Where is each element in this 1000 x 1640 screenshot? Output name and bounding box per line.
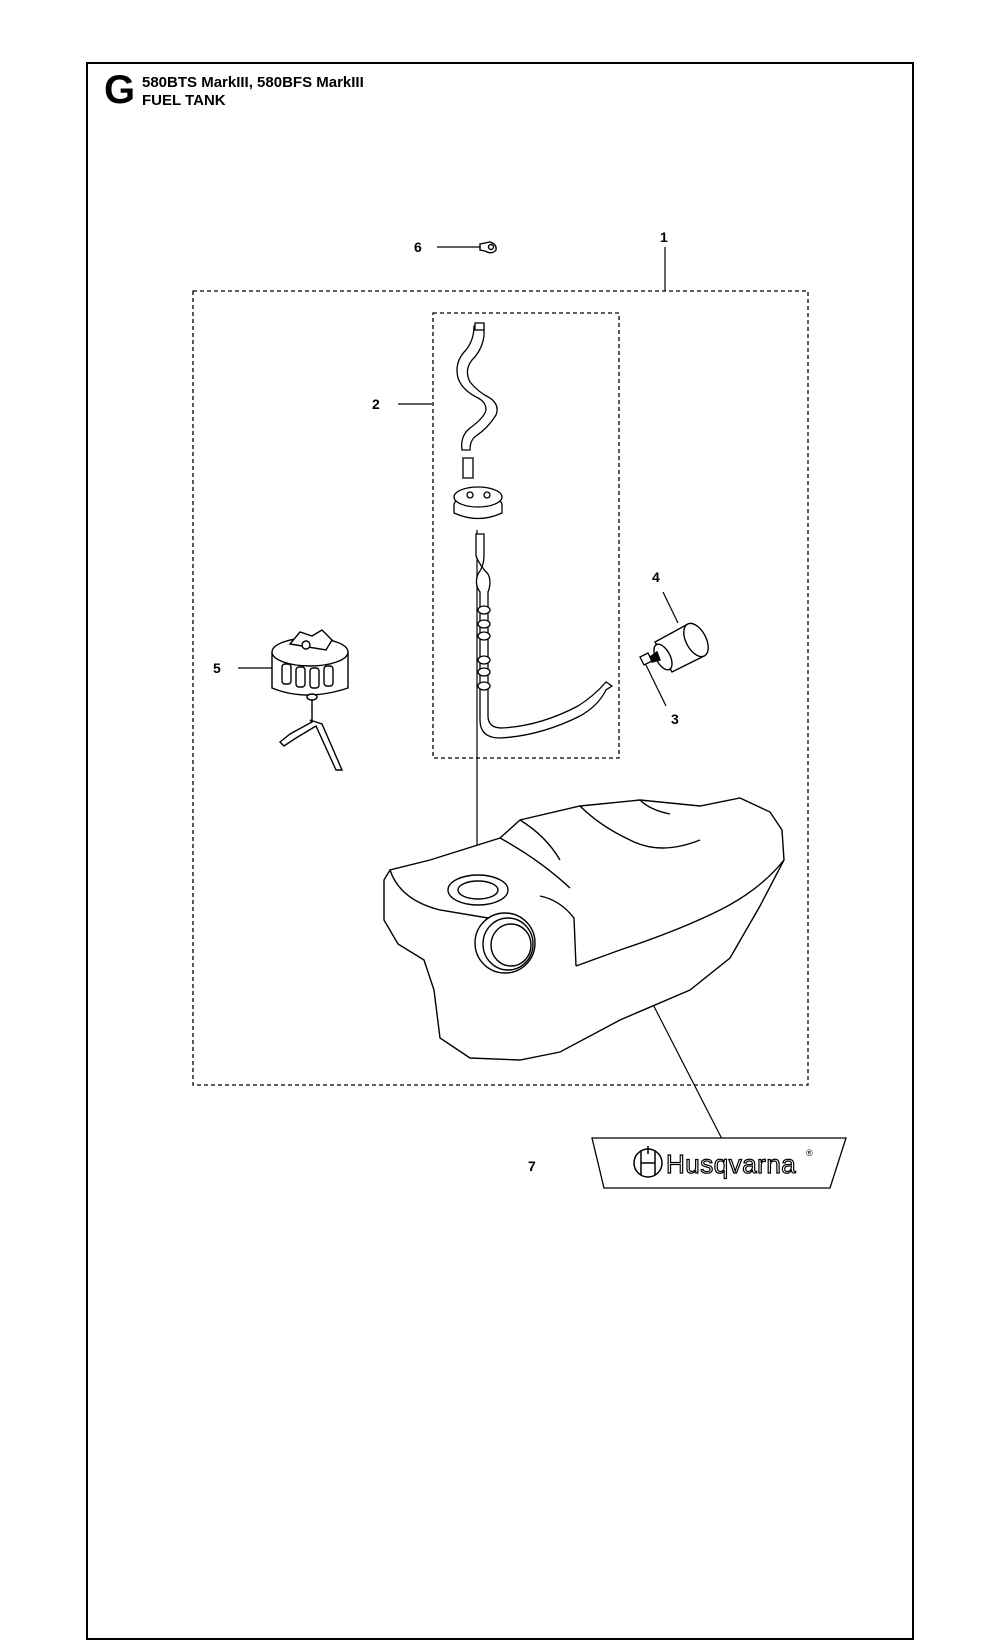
section-letter: G xyxy=(104,68,136,112)
assembly-box-2 xyxy=(432,312,620,759)
clip-part-6 xyxy=(479,241,497,254)
callout-3: 3 xyxy=(671,711,679,727)
model-title: 580BTS MarkIII, 580BFS MarkIII xyxy=(142,74,364,91)
fuel-hose-part-2 xyxy=(453,322,614,739)
husqvarna-logo-icon xyxy=(633,1146,663,1178)
fuel-tank-part-1 xyxy=(383,797,785,1061)
fuel-cap-part-5 xyxy=(271,629,349,771)
callout-5: 5 xyxy=(213,660,221,676)
callout-4: 4 xyxy=(652,569,660,585)
callout-2: 2 xyxy=(372,396,380,412)
fuel-filter-part-4 xyxy=(649,622,709,673)
callout-7: 7 xyxy=(528,1158,536,1174)
callout-1: 1 xyxy=(660,229,668,245)
assembly-box-1 xyxy=(192,290,809,1086)
fuel-tank-diagram: Husqvarna ® 1 2 3 4 5 6 7 xyxy=(192,229,847,1189)
registered-mark: ® xyxy=(806,1148,813,1158)
decal-brand-text: Husqvarna xyxy=(666,1149,796,1179)
callout-6: 6 xyxy=(414,239,422,255)
page-title: FUEL TANK xyxy=(142,92,226,109)
decal-part-7: Husqvarna ® xyxy=(591,1137,847,1189)
